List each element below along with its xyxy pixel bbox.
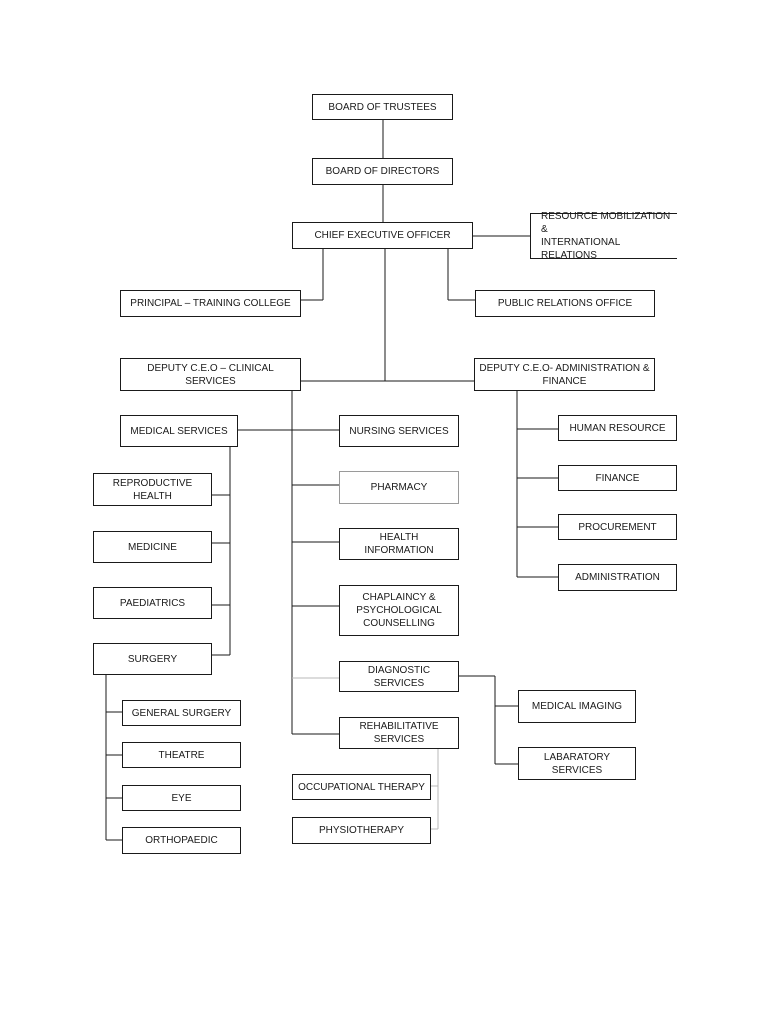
board-of-trustees-box: BOARD OF TRUSTEES [312,94,453,120]
diagnostic-services-box: DIAGNOSTIC SERVICES [339,661,459,692]
health-information-box: HEALTH INFORMATION [339,528,459,560]
rehabilitative-services-box: REHABILITATIVE SERVICES [339,717,459,749]
medicine-box: MEDICINE [93,531,212,563]
reproductive-health-box: REPRODUCTIVE HEALTH [93,473,212,506]
public-relations-office-box: PUBLIC RELATIONS OFFICE [475,290,655,317]
surgery-box: SURGERY [93,643,212,675]
general-surgery-box: GENERAL SURGERY [122,700,241,726]
medical-imaging-box: MEDICAL IMAGING [518,690,636,723]
principal-training-college-box: PRINCIPAL – TRAINING COLLEGE [120,290,301,317]
laboratory-services-box: LABARATORY SERVICES [518,747,636,780]
occupational-therapy-box: OCCUPATIONAL THERAPY [292,774,431,800]
deputy-ceo-clinical-box: DEPUTY C.E.O – CLINICAL SERVICES [120,358,301,391]
paediatrics-box: PAEDIATRICS [93,587,212,619]
procurement-box: PROCUREMENT [558,514,677,540]
theatre-box: THEATRE [122,742,241,768]
orthopaedic-box: ORTHOPAEDIC [122,827,241,854]
human-resource-box: HUMAN RESOURCE [558,415,677,441]
nursing-services-box: NURSING SERVICES [339,415,459,447]
chaplaincy-box: CHAPLAINCY & PSYCHOLOGICAL COUNSELLING [339,585,459,636]
physiotherapy-box: PHYSIOTHERAPY [292,817,431,844]
administration-box: ADMINISTRATION [558,564,677,591]
board-of-directors-box: BOARD OF DIRECTORS [312,158,453,185]
pharmacy-box: PHARMACY [339,471,459,504]
ceo-box: CHIEF EXECUTIVE OFFICER [292,222,473,249]
deputy-ceo-admin-box: DEPUTY C.E.O- ADMINISTRATION & FINANCE [474,358,655,391]
resource-mobilization-box: RESOURCE MOBILIZATION & INTERNATIONAL RE… [530,211,677,261]
finance-box: FINANCE [558,465,677,491]
medical-services-box: MEDICAL SERVICES [120,415,238,447]
eye-box: EYE [122,785,241,811]
